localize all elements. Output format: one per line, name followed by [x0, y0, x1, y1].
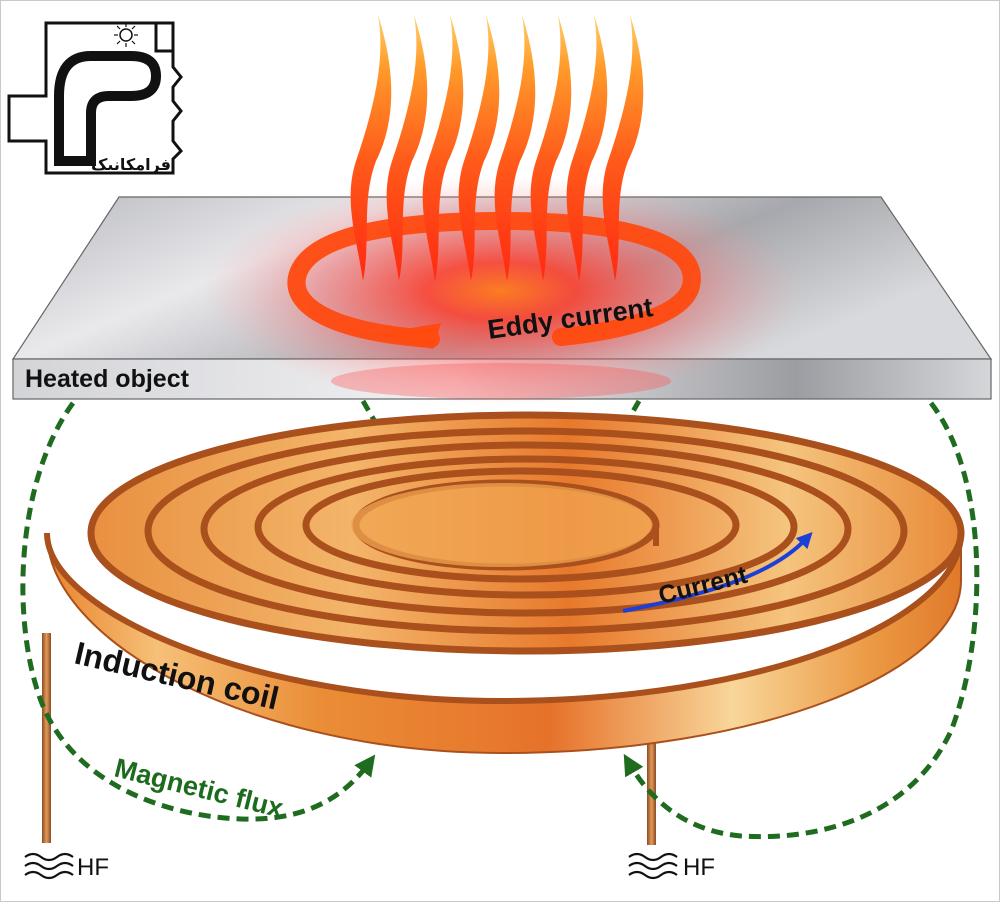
- hf-left: HF: [24, 852, 109, 881]
- logo: فرامکانیک: [7, 21, 184, 175]
- hf-right: HF: [628, 852, 715, 881]
- heat-wave-4: [458, 15, 500, 281]
- magnetic-flux-outer: [20, 401, 980, 840]
- heat-wave-2: [386, 15, 428, 281]
- heated-object: Eddy current Heated object: [11, 176, 993, 406]
- coil-turn-5: [302, 467, 740, 583]
- heated-object-label: Heated object: [25, 365, 190, 393]
- flux-loop-left: [20, 401, 376, 822]
- magnetic-flux-label: Magnetic flux: [112, 753, 287, 824]
- heat-wave-8: [602, 15, 644, 281]
- coil-turn-4: [254, 455, 798, 599]
- hf-right-label: HF: [683, 854, 715, 881]
- logo-text: فرامکانیک: [91, 155, 171, 174]
- coil-center: [351, 483, 651, 567]
- eddy-current-arrowhead: [376, 323, 441, 349]
- flux-loop-right: [623, 401, 980, 840]
- lead-wire-left: [42, 633, 51, 843]
- heat-wave-5: [494, 15, 536, 281]
- coil-turn-2: [144, 427, 908, 635]
- hf-left-label: HF: [77, 854, 109, 881]
- gear-logo-icon: [7, 21, 184, 175]
- heat-wave-1: [350, 15, 392, 281]
- heat-wave-6: [530, 15, 572, 281]
- heat-wave-7: [566, 15, 608, 281]
- current-arrow: [622, 532, 813, 613]
- wave-icon: [24, 852, 74, 880]
- heat-wave-3: [422, 15, 464, 281]
- heat-waves: [350, 15, 644, 281]
- induction-coil: Induction coil Current: [42, 411, 965, 845]
- wave-icon: [628, 852, 678, 880]
- coil-turn-3: [200, 441, 852, 617]
